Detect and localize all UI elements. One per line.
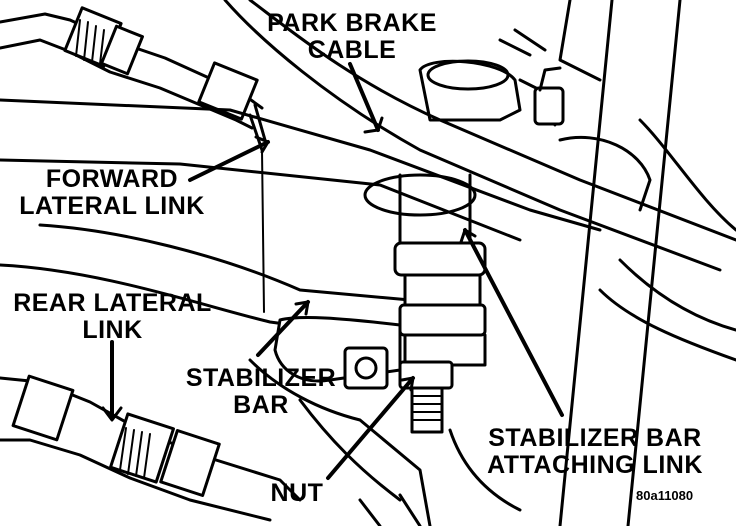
label-rear-lateral-link-line1: REAR LATERAL bbox=[13, 289, 212, 317]
label-stabilizer-bar-line2: BAR bbox=[233, 391, 289, 419]
label-rear-lateral-link: REAR LATERAL LINK bbox=[10, 290, 215, 344]
label-nut: NUT bbox=[262, 480, 332, 507]
label-park-brake-cable-line2: CABLE bbox=[307, 36, 397, 64]
label-attaching-link-line2: ATTACHING LINK bbox=[487, 451, 703, 479]
label-forward-lateral-link-line1: FORWARD bbox=[45, 165, 179, 193]
knuckle-body bbox=[418, 0, 652, 212]
leader-arrows bbox=[101, 62, 564, 480]
label-park-brake-cable: PARK BRAKE CABLE bbox=[262, 10, 442, 64]
label-attaching-link-line1: STABILIZER BAR bbox=[488, 424, 702, 452]
brake-hose-bottom bbox=[0, 374, 302, 522]
label-park-brake-cable-line1: PARK BRAKE bbox=[267, 9, 437, 37]
rear-lateral-link bbox=[0, 223, 412, 332]
label-forward-lateral-link: FORWARD LATERAL LINK bbox=[12, 166, 212, 220]
label-stabilizer-bar-attaching-link: STABILIZER BAR ATTACHING LINK bbox=[470, 425, 720, 479]
label-stabilizer-bar: STABILIZER BAR bbox=[176, 365, 346, 419]
brake-hose-top bbox=[0, 6, 264, 130]
park-brake-cable bbox=[223, 0, 736, 272]
label-stabilizer-bar-line1: STABILIZER bbox=[185, 364, 337, 392]
label-forward-lateral-link-line2: LATERAL LINK bbox=[19, 192, 205, 220]
label-nut-line1: NUT bbox=[270, 479, 324, 507]
figure-code: 80a11080 bbox=[636, 488, 694, 503]
strut-column bbox=[558, 0, 736, 526]
label-rear-lateral-link-line2: LINK bbox=[82, 316, 143, 344]
